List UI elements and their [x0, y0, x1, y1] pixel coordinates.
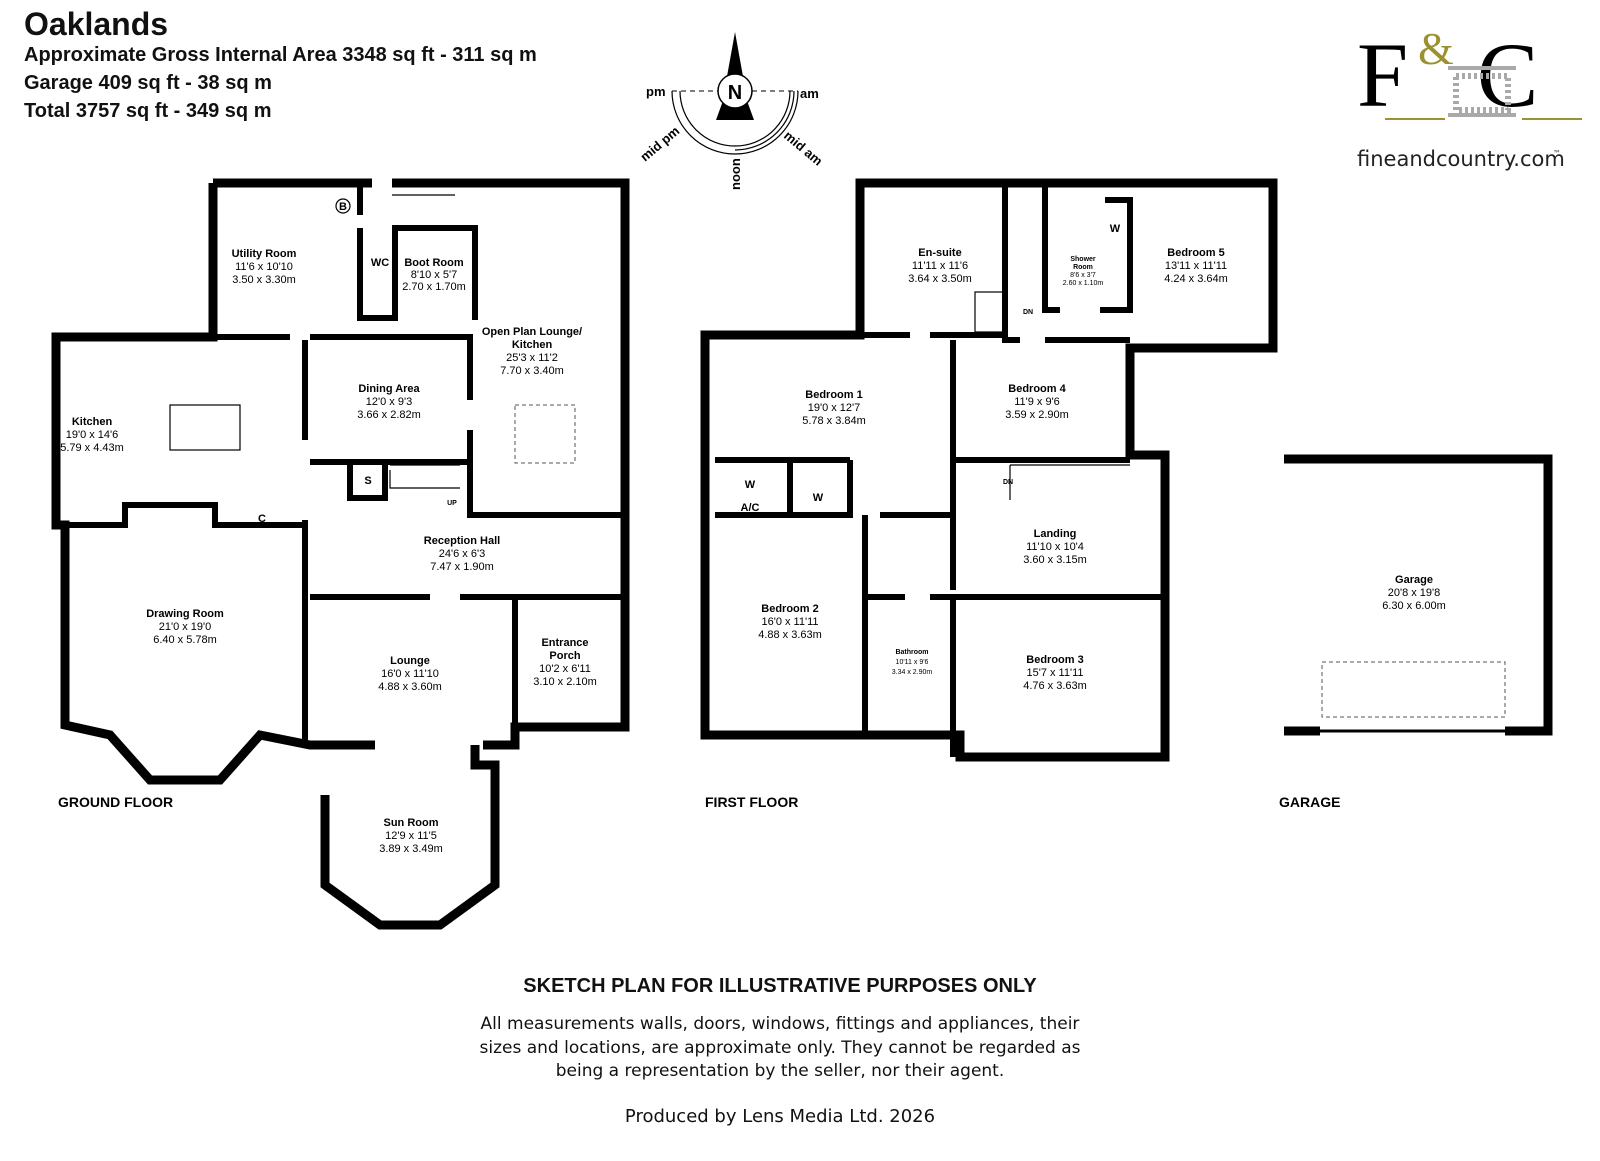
cupboard-marker: C [258, 513, 266, 525]
airing-cupboard-marker: A/C [741, 502, 760, 514]
ground-floor-walls [51, 178, 630, 930]
area-line-total: Total 3757 sq ft - 349 sq m [24, 100, 272, 122]
compass-mid-am: mid am [781, 128, 826, 169]
compass-north: N [728, 82, 742, 104]
stairs-down: DN [1023, 309, 1033, 316]
disclaimer-line-2: sizes and locations, are approximate onl… [479, 1038, 1081, 1058]
stairs-down: DN [1003, 479, 1013, 486]
logo-tm: ™ [1553, 149, 1561, 158]
garage-walls [1284, 454, 1553, 736]
ground-floor-label: GROUND FLOOR [58, 794, 173, 810]
store-marker: S [364, 475, 371, 487]
wardrobe-marker: W [745, 479, 756, 491]
disclaimer-line-3: being a representation by the seller, no… [555, 1061, 1005, 1081]
wardrobe-marker: W [813, 492, 824, 504]
disclaimer-line-1: All measurements walls, doors, windows, … [480, 1014, 1080, 1034]
stairs-up: UP [447, 500, 457, 507]
compass-am: am [800, 86, 819, 101]
compass-icon: N pm am mid pm mid am noon [637, 32, 826, 190]
area-line-internal: Approximate Gross Internal Area 3348 sq … [24, 44, 537, 66]
first-floor-label: FIRST FLOOR [705, 794, 798, 810]
svg-text:F: F [1357, 24, 1408, 126]
garage-label: GARAGE [1279, 794, 1340, 810]
compass-noon: noon [728, 158, 743, 190]
logo-url: fineandcountry.com [1357, 147, 1565, 171]
fine-and-country-logo: F & C fineandcountry.com ™ [1357, 23, 1582, 171]
svg-text:&: & [1418, 23, 1454, 74]
first-floor-walls [700, 178, 1506, 762]
disclaimer-heading: SKETCH PLAN FOR ILLUSTRATIVE PURPOSES ON… [523, 975, 1037, 997]
compass-pm: pm [646, 84, 666, 99]
room-wc: WC [371, 257, 389, 269]
boiler-marker: B [339, 201, 347, 213]
compass-mid-pm: mid pm [637, 123, 682, 164]
producer-credit: Produced by Lens Media Ltd. 2026 [624, 1106, 936, 1127]
property-title: Oaklands [24, 6, 169, 42]
wardrobe-marker: W [1110, 223, 1121, 235]
area-line-garage: Garage 409 sq ft - 38 sq m [24, 72, 272, 94]
